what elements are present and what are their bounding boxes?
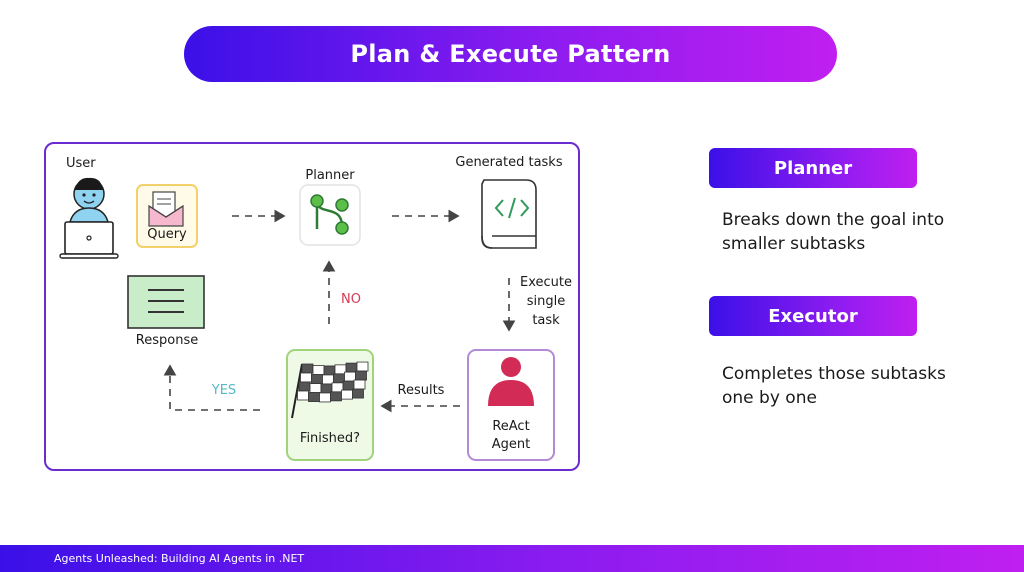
generated-tasks-icon xyxy=(481,179,537,249)
flag-square xyxy=(330,391,342,402)
flag-square xyxy=(352,388,364,399)
flag-square xyxy=(312,365,325,375)
flag-square xyxy=(319,392,331,403)
checkered-flag-icon xyxy=(297,361,369,403)
react-label-line2: Agent xyxy=(491,437,531,452)
planner-label: Planner xyxy=(305,168,355,183)
flag-square xyxy=(311,374,323,384)
planner-description: Breaks down the goal into smaller subtas… xyxy=(722,210,945,254)
user-icon xyxy=(59,177,119,259)
flag-square xyxy=(341,389,353,400)
response-icon xyxy=(127,275,205,329)
flag-square xyxy=(353,379,366,390)
flag-square xyxy=(309,383,322,393)
no-label: NO xyxy=(341,292,361,307)
finished-label: Finished? xyxy=(299,431,361,446)
user-label: User xyxy=(66,156,96,171)
response-label: Response xyxy=(135,333,199,348)
plan-execute-diagram: User Query Planner Generated tasks Execu… xyxy=(44,142,580,471)
planner-heading: Planner xyxy=(709,148,917,188)
footer-banner: Agents Unleashed: Building AI Agents in … xyxy=(0,545,1024,572)
query-label: Query xyxy=(147,227,187,242)
flag-square xyxy=(308,392,320,402)
flag-square xyxy=(356,361,369,372)
flag-square xyxy=(298,381,311,392)
diagram-canvas xyxy=(59,177,555,461)
query-box xyxy=(136,184,198,248)
execute-label-line3: task xyxy=(532,313,560,328)
generated-tasks-label: Generated tasks xyxy=(455,155,563,170)
executor-heading: Executor xyxy=(709,296,917,336)
slide-title: Plan & Execute Pattern xyxy=(184,26,837,82)
flow-arrows xyxy=(163,209,516,413)
results-label: Results xyxy=(397,383,445,398)
execute-label-line2: single xyxy=(526,294,566,309)
react-agent-box xyxy=(467,349,555,461)
yes-label: YES xyxy=(211,383,237,398)
flag-square xyxy=(301,363,314,374)
planner-icon xyxy=(299,184,361,246)
flag-square xyxy=(297,390,309,401)
flag-square xyxy=(355,370,367,381)
react-label-line1: ReAct xyxy=(492,419,530,434)
flag-square xyxy=(300,372,312,383)
executor-description: Completes those subtasks one by one xyxy=(722,364,946,408)
execute-label-line1: Execute xyxy=(520,275,572,290)
